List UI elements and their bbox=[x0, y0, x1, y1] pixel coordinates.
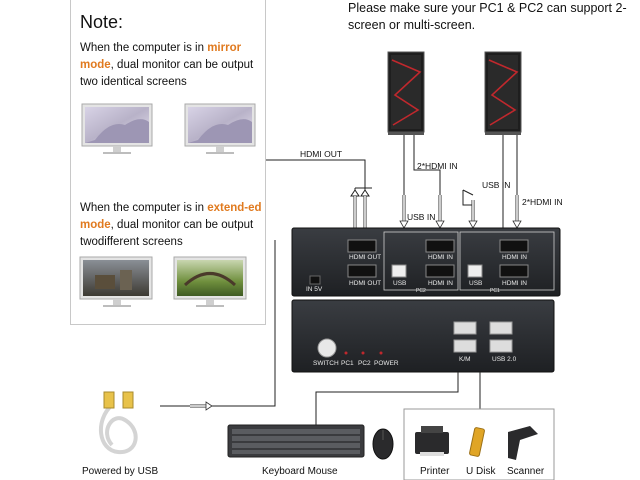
pc1-hdmi-in-port-2-label: HDMI IN bbox=[502, 280, 527, 287]
mirror-mode-highlight: mirror mode bbox=[80, 42, 242, 71]
switch-button-label: SWITCH bbox=[313, 360, 339, 367]
mouse-icon bbox=[372, 428, 394, 460]
pc1-led-label: PC1 bbox=[341, 360, 354, 367]
keyboard-icon bbox=[227, 424, 365, 458]
top-note: Please make sure your PC1 & PC2 can supp… bbox=[348, 1, 627, 32]
keyboard-mouse-label: Keyboard Mouse bbox=[262, 466, 338, 477]
pc1-hdmi-in-port-1-label: HDMI IN bbox=[502, 254, 527, 261]
mirror-monitor-left bbox=[81, 103, 153, 154]
hdmi-out-port-1-label: HDMI OUT bbox=[349, 254, 382, 261]
note-title: Note: bbox=[80, 12, 124, 32]
printer-icon bbox=[415, 426, 449, 456]
usb20-port-label: USB 2.0 bbox=[492, 356, 517, 363]
udisk-icon bbox=[469, 427, 485, 457]
km-port-label: K/M bbox=[459, 356, 471, 363]
pc2-hdmi-in-port-1-label: HDMI IN bbox=[428, 254, 453, 261]
extended-mode-note: When the computer is in extend-ed mode, … bbox=[80, 200, 265, 251]
usb-power-arrow bbox=[190, 401, 213, 411]
kvm-back-panel bbox=[291, 227, 561, 297]
mirror-note-suffix: , dual monitor can be output two identic… bbox=[80, 59, 254, 88]
extended-mode-highlight: extend-ed mode bbox=[80, 202, 262, 231]
pc2-usb-in-label: USB IN bbox=[407, 212, 436, 222]
mirror-monitor-right bbox=[184, 103, 256, 154]
pc1-section-tag: PC1 bbox=[490, 288, 500, 294]
powered-by-usb-label: Powered by USB bbox=[82, 466, 159, 477]
pc1-tower-icon bbox=[484, 51, 522, 135]
pc2-hdmi-in-label: 2*HDMI IN bbox=[417, 161, 458, 171]
extended-note-suffix: , dual monitor can be output twodifferen… bbox=[80, 219, 254, 248]
extended-note-prefix: When the computer is in bbox=[80, 202, 208, 214]
in5v-label: IN 5V bbox=[306, 286, 323, 293]
mirror-note-prefix: When the computer is in bbox=[80, 42, 208, 54]
pc2-led-label: PC2 bbox=[358, 360, 371, 367]
udisk-label: U Disk bbox=[466, 466, 496, 477]
usb-power-cable-icon bbox=[98, 391, 138, 455]
extended-monitor-left bbox=[79, 256, 153, 307]
hdmi-out-label: HDMI OUT bbox=[300, 149, 343, 159]
note-panel bbox=[70, 0, 266, 325]
extended-monitor-right bbox=[173, 256, 247, 307]
pc2-usb-port-label: USB bbox=[393, 280, 407, 287]
scanner-label: Scanner bbox=[507, 466, 545, 477]
pc1-hdmi-in-label: 2*HDMI IN bbox=[522, 197, 563, 207]
pc2-section-tag: PC2 bbox=[416, 288, 426, 294]
scanner-icon bbox=[508, 426, 538, 460]
mirror-mode-note: When the computer is in mirror mode, dua… bbox=[80, 40, 265, 91]
input-arrows bbox=[399, 195, 522, 229]
pc1-usb-port-label: USB bbox=[469, 280, 483, 287]
pc2-hdmi-in-port-2-label: HDMI IN bbox=[428, 280, 453, 287]
hdmi-out-port-2-label: HDMI OUT bbox=[349, 280, 382, 287]
printer-label: Printer bbox=[420, 466, 450, 477]
hdmi-out-cable bbox=[266, 159, 372, 228]
power-led-label: POWER bbox=[374, 360, 399, 367]
pc1-usb-in-label: USB IN bbox=[482, 180, 511, 190]
kvm-front-panel bbox=[291, 299, 555, 373]
pc2-tower-icon bbox=[387, 51, 425, 135]
